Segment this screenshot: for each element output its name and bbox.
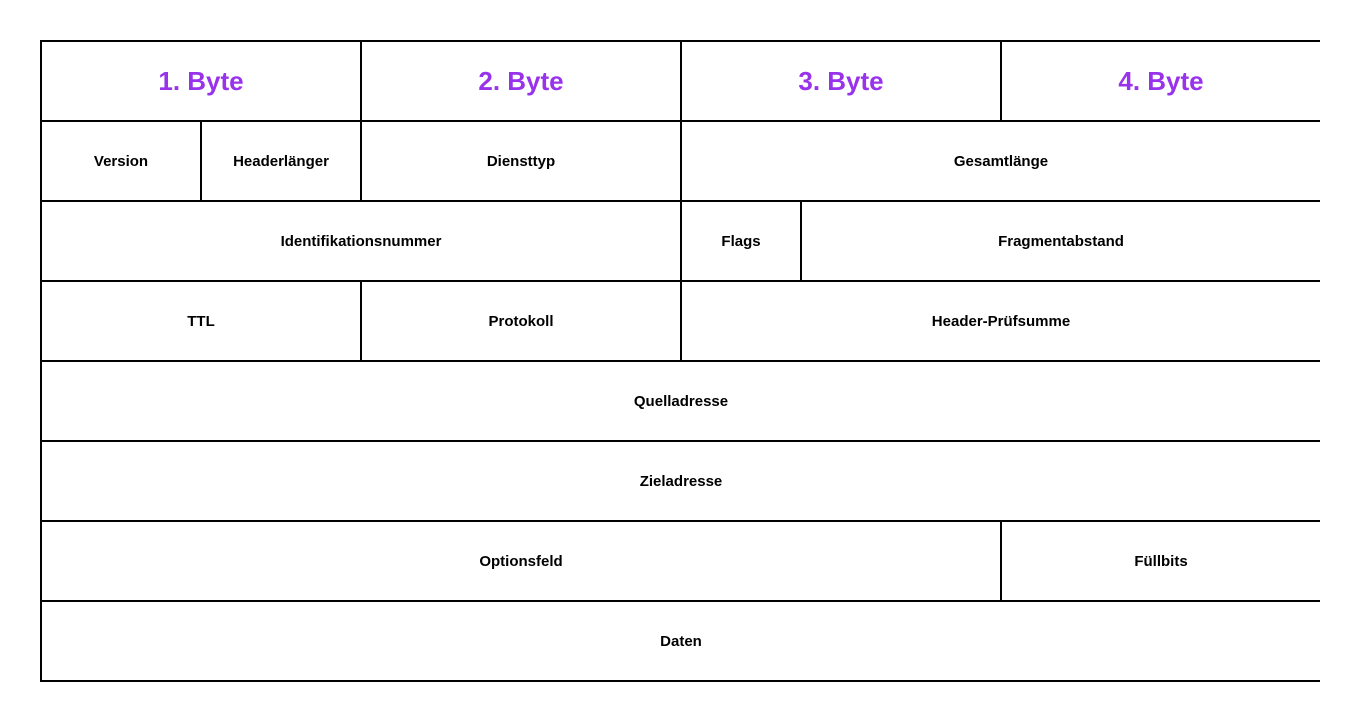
field-gesamtlaenge: Gesamtlänge [680,120,1320,200]
field-protokoll: Protokoll [360,280,680,360]
field-header-pruefsumme: Header-Prüfsumme [680,280,1320,360]
field-optionsfeld: Optionsfeld [40,520,1000,600]
field-zieladresse: Zieladresse [40,440,1320,520]
field-quelladresse: Quelladresse [40,360,1320,440]
field-daten: Daten [40,600,1320,680]
field-flags: Flags [680,200,800,280]
field-fuellbits: Füllbits [1000,520,1320,600]
byte-header-3-byte: 3. Byte [680,40,1000,120]
field-diensttyp: Diensttyp [360,120,680,200]
byte-header-1-byte: 1. Byte [40,40,360,120]
field-identifikationsnummer: Identifikationsnummer [40,200,680,280]
field-ttl: TTL [40,280,360,360]
field-fragmentabstand: Fragmentabstand [800,200,1320,280]
byte-header-2-byte: 2. Byte [360,40,680,120]
field-version: Version [40,120,200,200]
field-headerlaenger: Headerlänger [200,120,360,200]
byte-header-4-byte: 4. Byte [1000,40,1320,120]
